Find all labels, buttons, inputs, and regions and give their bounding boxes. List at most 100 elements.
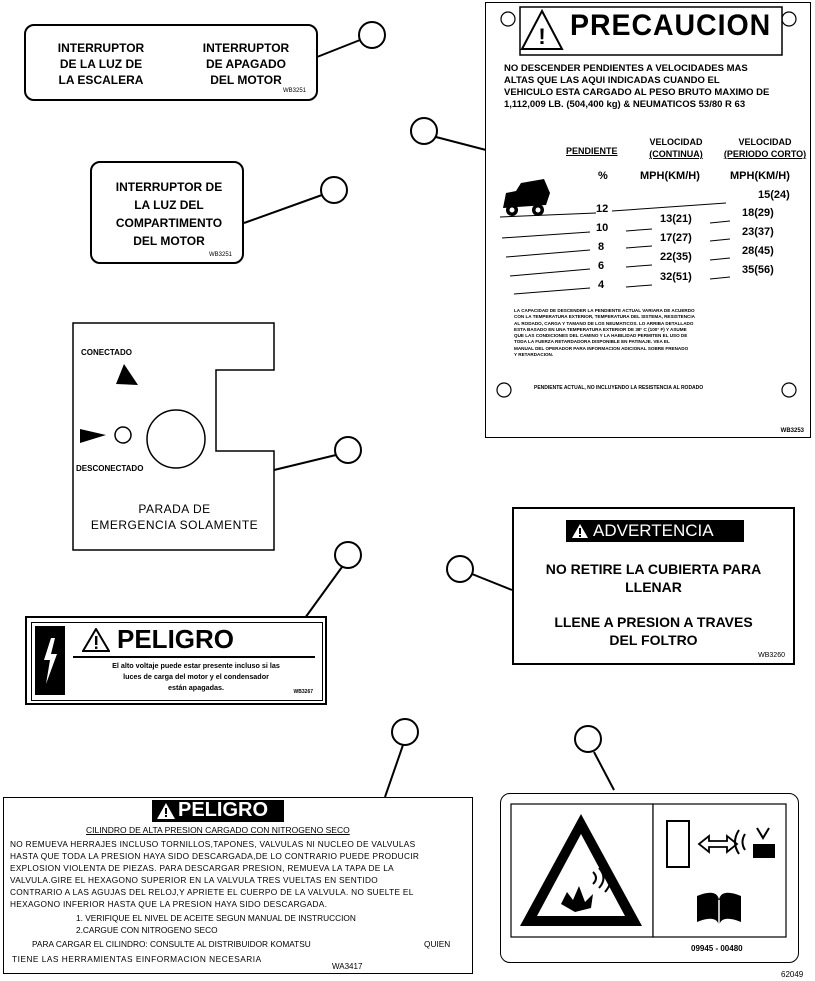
danger-tools: TIENE LAS HERRAMIENTAS EINFORMACION NECE…: [12, 954, 262, 964]
bottle-connector-icon: [666, 820, 775, 868]
warning-fill-decal: ADVERTENCIA NO RETIRE LA CUBIERTA PARA L…: [512, 507, 795, 665]
fine-print-3: AL RODADO, CARGA Y TAMANO DE LOS NEUMATI…: [514, 320, 694, 326]
engine-off-line-1: INTERRUPTOR: [202, 41, 290, 55]
indicator-icon: [114, 426, 132, 444]
danger-body-1: NO REMUEVA HERRAJES INCLUSO TORNILLOS,TA…: [10, 839, 416, 849]
engine-off-line-3: DEL MOTOR: [210, 73, 282, 87]
on-label: CONECTADO: [81, 348, 132, 357]
grade-value: 12: [596, 203, 609, 215]
continuous-speed-sub: (CONTINUA): [649, 149, 703, 159]
off-arrow-icon: [80, 429, 106, 443]
danger-quien: QUIEN: [424, 939, 451, 949]
fine-print-8: Y RETARDACION.: [514, 352, 554, 358]
lightning-bolt-icon: [44, 638, 57, 684]
warning-line-1a: NO RETIRE LA CUBIERTA PARA: [545, 561, 762, 577]
caution-title: PRECAUCION: [570, 9, 772, 42]
screw-hole-icon: [500, 11, 516, 27]
short-speed: 35(56): [742, 264, 774, 276]
danger-subtitle: CILINDRO DE ALTA PRESION CARGADO CON NIT…: [86, 825, 350, 835]
danger-title: PELIGRO: [117, 624, 235, 654]
fine-print-1: LA CAPACIDAD DE DESCENDER LA PENDIENTE A…: [514, 308, 695, 313]
grade-header: PENDIENTE: [566, 146, 618, 156]
caution-footer: PENDIENTE ACTUAL, NO INCLUYENDO LA RESIS…: [534, 385, 704, 391]
screw-hole-icon: [781, 11, 797, 27]
warning-triangle-icon: [520, 8, 564, 50]
danger-body-4: VALVULA.GIRE EL HEXAGONO SUPERIOR EN LA …: [10, 875, 379, 885]
fine-print-4: ESTA BASADO EN UNA TEMPERATURA EXTERIOR …: [514, 326, 687, 332]
fine-print-7: MANUAL DEL OPERADOR PARA INFORMACION ADI…: [514, 345, 689, 351]
callout-circle: [334, 436, 362, 464]
warning-line-2a: LLENE A PRESION A TRAVES: [554, 614, 753, 630]
compartment-line-1: INTERRUPTOR DE: [115, 180, 223, 194]
compartment-line-4: DEL MOTOR: [133, 234, 205, 248]
switch-label-stair-engine: INTERRUPTOR DE LA LUZ DE LA ESCALERA INT…: [24, 24, 318, 101]
danger-voltage-decal: PELIGRO El alto voltaje puede estar pres…: [25, 616, 327, 705]
grade-value: 8: [598, 241, 605, 253]
warning-line-1b: LLENAR: [625, 579, 682, 595]
danger-body-5: CONTRARIO A LAS AGUJAS DEL RELOJ,Y APRIE…: [10, 887, 414, 897]
danger-text-2: luces de carga del motor y el condensado…: [123, 672, 269, 681]
continuous-speed-header: VELOCIDAD: [649, 137, 703, 147]
callout-circle: [358, 21, 386, 49]
short-unit: MPH(KM/H): [730, 170, 790, 182]
danger-text-3: están apagadas.: [168, 683, 224, 692]
explosion-warning-icon: [520, 814, 642, 926]
voltage-panel: [35, 626, 65, 695]
pictogram-decal: 09945 - 00480: [500, 793, 799, 963]
label-code: WB3267: [293, 689, 313, 695]
callout-circle: [574, 725, 602, 753]
screw-hole-icon: [781, 382, 797, 398]
off-label: DESCONECTADO: [76, 464, 144, 473]
label-code: 09945 - 00480: [691, 944, 743, 953]
danger-step-1: 1. VERIFIQUE EL NIVEL DE ACEITE SEGUN MA…: [76, 913, 356, 923]
callout-circle: [410, 117, 438, 145]
figure-id: 62049: [781, 970, 804, 979]
callout-circle: [446, 555, 474, 583]
label-code: WB3253: [780, 428, 804, 434]
danger-nitrogen-decal: PELIGRO CILINDRO DE ALTA PRESION CARGADO…: [3, 797, 473, 974]
warning-title: ADVERTENCIA: [593, 521, 714, 540]
fine-print-5: QUE LAS CONDICIONES DEL CAMINO Y LA HABI…: [514, 333, 688, 339]
danger-text-1: El alto voltaje puede estar presente inc…: [112, 661, 280, 670]
short-speed: 23(37): [742, 226, 774, 238]
short-speed: 28(45): [742, 245, 774, 257]
caution-intro-3: VEHICULO ESTA CARGADO AL PESO BRUTO MAXI…: [504, 87, 770, 98]
stair-light-line-3: LA ESCALERA: [58, 73, 144, 87]
warning-line-2b: DEL FOLTRO: [609, 632, 698, 648]
compartment-line-2: LA LUZ DEL: [134, 198, 204, 212]
label-code: WA3417: [332, 962, 363, 971]
emergency-caption-1: PARADA DE: [138, 502, 211, 516]
haul-truck-icon: [503, 179, 550, 216]
stair-light-line-1: INTERRUPTOR: [57, 41, 145, 55]
grade-value: 10: [596, 222, 609, 234]
caution-intro-4: 1,112,009 LB. (504,400 kg) & NEUMATICOS …: [504, 99, 746, 110]
short-speed-header: VELOCIDAD: [738, 137, 792, 147]
fine-print-2: CON LA TEMPERATURA EXTERIOR, TEMPERATURA…: [514, 314, 695, 320]
warning-banner: ADVERTENCIA: [566, 520, 744, 542]
continuous-speed: 13(21): [660, 213, 692, 225]
danger-banner: PELIGRO: [152, 799, 284, 822]
continuous-speed: 32(51): [660, 271, 692, 283]
danger-body-2: HASTA QUE TODA LA PRESION HAYA SIDO DESC…: [10, 851, 420, 861]
stop-button-icon: [146, 409, 206, 469]
switch-label-engine-compartment: INTERRUPTOR DE LA LUZ DEL COMPARTIMENTO …: [90, 161, 244, 264]
grade-unit: %: [598, 170, 608, 182]
label-code: WB3260: [758, 652, 785, 659]
warning-triangle-icon: [82, 628, 110, 652]
callout-circle: [391, 718, 419, 746]
emergency-caption-2: EMERGENCIA SOLAMENTE: [90, 518, 259, 532]
short-speed-top: 15(24): [758, 189, 790, 201]
danger-charge: PARA CARGAR EL CILINDRO: CONSULTE AL DIS…: [32, 939, 311, 949]
label-code: WB3251: [208, 252, 232, 258]
on-arrow-icon: [116, 364, 138, 385]
screw-hole-icon: [496, 382, 512, 398]
danger-title: PELIGRO: [178, 799, 269, 821]
grade-value: 4: [598, 279, 605, 291]
emergency-stop-plate: [72, 322, 275, 551]
warning-triangle-icon: [572, 524, 588, 538]
warning-triangle-icon: [157, 803, 175, 819]
danger-step-2: 2.CARGUE CON NITROGENO SECO: [76, 925, 218, 935]
engine-off-line-2: DE APAGADO: [205, 57, 286, 71]
caution-intro-1: NO DESCENDER PENDIENTES A VELOCIDADES MA…: [504, 63, 748, 74]
compartment-line-3: COMPARTIMENTO: [115, 216, 223, 230]
